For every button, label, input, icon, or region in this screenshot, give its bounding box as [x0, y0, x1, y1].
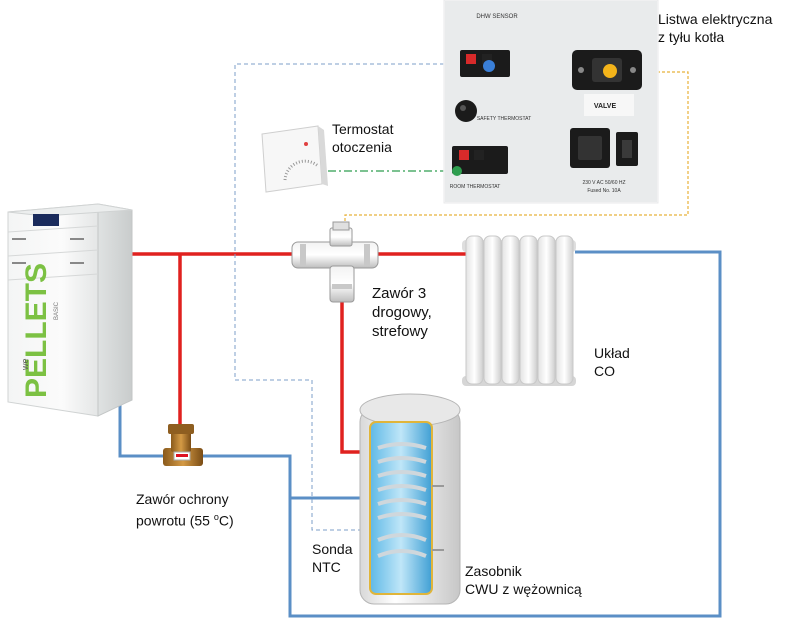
label-three-way-valve-line1: Zawór 3	[372, 285, 427, 302]
power-strip-panel: DHW SENSOR SAFETY THERMOSTAT ROOM THERMO…	[443, 0, 659, 204]
label-heating-circuit-line2: CO	[594, 363, 615, 379]
label-power-strip: Listwa elektryczna z tyłu kotła	[658, 10, 772, 46]
boiler-brand-suffix: BASIC	[54, 301, 60, 320]
return-protection-valve	[163, 424, 203, 466]
label-heating-circuit: Układ CO	[594, 344, 630, 380]
label-return-valve-line1: Zawór ochrony	[136, 491, 229, 507]
boiler-brand: PELLETS	[20, 263, 53, 398]
label-three-way-valve-line3: strefowy	[372, 323, 428, 340]
label-return-valve-text: powrotu (55	[136, 512, 214, 529]
label-storage-tank-line1: Zasobnik	[465, 563, 522, 579]
label-heating-circuit-line1: Układ	[594, 345, 630, 361]
panel-room-thermostat-label: ROOM THERMOSTAT	[450, 184, 501, 190]
room-thermostat-dot	[452, 166, 462, 176]
panel-dhw-sensor-label: DHW SENSOR	[476, 14, 518, 20]
panel-valve-label: VALVE	[594, 103, 617, 110]
label-return-valve: Zawór ochrony powrotu (55 oC)	[136, 490, 234, 530]
label-power-strip-line2: z tyłu kotła	[658, 29, 725, 45]
label-ntc-sensor-line1: Sonda	[312, 541, 353, 557]
label-ntc-sensor-line2: NTC	[312, 559, 341, 575]
label-return-valve-unit: C)	[218, 512, 234, 529]
safety-thermostat-button	[455, 100, 477, 122]
return-pipes	[118, 250, 722, 618]
sensor-wire	[234, 63, 458, 531]
label-room-thermostat-line2: otoczenia	[332, 139, 392, 155]
radiator-fins	[465, 235, 574, 385]
return-pipe-boiler	[118, 385, 165, 458]
label-room-thermostat-line1: Termostat	[332, 121, 394, 137]
pellet-boiler: PELLETS BASIC we	[7, 203, 133, 417]
panel-power-rating: 230 V AC 50/60 HZ	[582, 180, 625, 186]
label-storage-tank: Zasobnik CWU z wężownicą	[465, 562, 582, 598]
label-three-way-valve-line2: drogowy,	[372, 304, 432, 321]
label-power-strip-line1: Listwa elektryczna	[658, 11, 773, 27]
valve-wire	[344, 71, 689, 232]
tank-coil	[377, 442, 427, 558]
label-return-valve-degree: o	[213, 512, 219, 522]
boiler-brand-prefix: we	[20, 358, 30, 371]
boiler-display	[33, 214, 59, 226]
label-room-thermostat: Termostat otoczenia	[332, 120, 393, 156]
three-way-valve	[291, 221, 379, 303]
panel-fuse: Fused No. 10A	[587, 188, 621, 194]
label-ntc-sensor: Sonda NTC	[312, 540, 352, 576]
label-return-valve-line2: powrotu (55 oC)	[136, 508, 234, 530]
room-thermostat	[261, 125, 328, 193]
dhw-sensor-dot	[483, 60, 495, 72]
radiator	[462, 235, 576, 386]
return-pipe-valve-out	[200, 454, 372, 500]
supply-pipes	[132, 252, 468, 454]
return-pipe-loop	[288, 250, 722, 618]
panel-safety-thermostat-label: SAFETY THERMOSTAT	[477, 116, 531, 122]
valve-socket-dot	[603, 64, 617, 78]
label-three-way-valve: Zawór 3 drogowy, strefowy	[372, 284, 432, 341]
hot-water-tank	[359, 393, 461, 605]
label-storage-tank-line2: CWU z wężownicą	[465, 581, 582, 597]
